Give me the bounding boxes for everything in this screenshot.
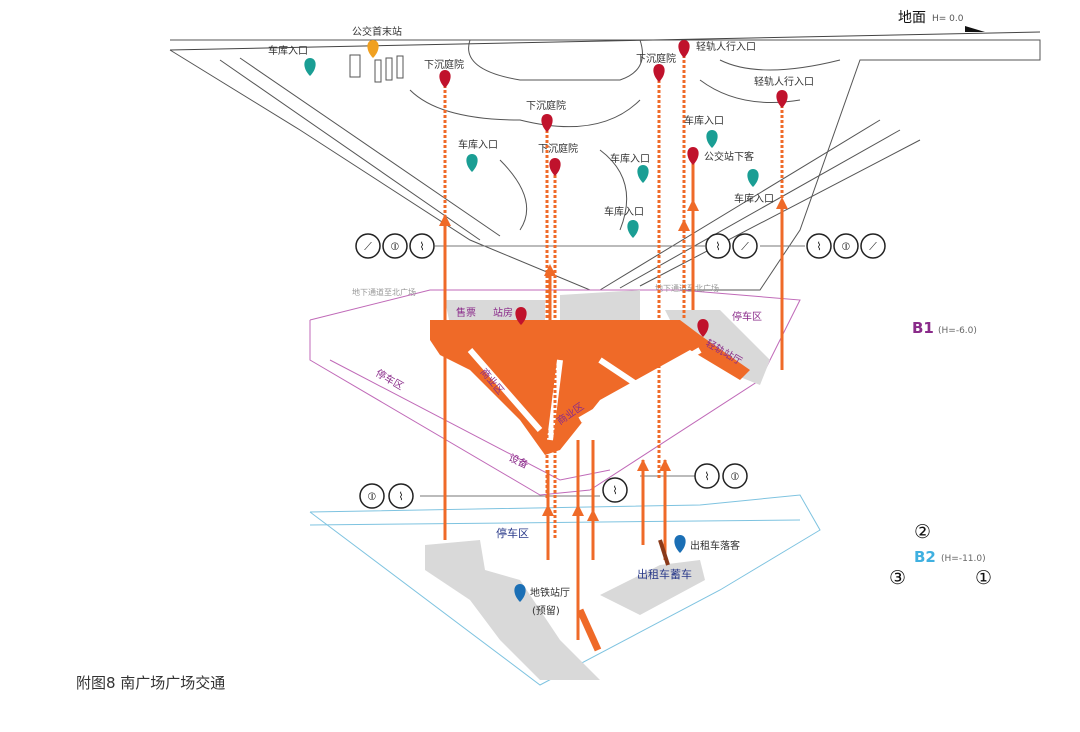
- stairs-icon: ⌇: [388, 483, 414, 509]
- garage-pin-icon: [747, 169, 759, 187]
- ground-outline: [169, 39, 1041, 291]
- garage-label: 车库入口: [604, 205, 644, 218]
- metro-hall-label: 地铁站厅: [530, 586, 570, 599]
- parking-right-label: 停车区: [732, 310, 762, 323]
- svg-text:⦶: ⦶: [367, 490, 376, 503]
- ground-height: H= 0.0: [932, 14, 964, 24]
- parking-left-label: 停车区: [374, 366, 406, 392]
- ground-title: 地面: [898, 10, 926, 26]
- svg-text:⟋: ⟋: [364, 240, 372, 253]
- bus-dropoff-pin-icon: [687, 147, 699, 165]
- svg-text:⌇: ⌇: [816, 240, 821, 253]
- b1-title: B1: [912, 319, 934, 337]
- escalator-icon: ⟋: [732, 233, 758, 259]
- ground-top-edge: [169, 31, 1041, 51]
- elevator-icon: ⦶: [359, 483, 385, 509]
- bus-bay: [349, 54, 361, 78]
- b2-outline: [309, 494, 821, 686]
- equipment-label: 设备: [507, 451, 531, 471]
- escalator-icon: ⟋: [355, 233, 381, 259]
- lrt-entry-pin-icon: [678, 40, 690, 58]
- marker-1: ①: [975, 567, 992, 589]
- garage-label: 车库入口: [458, 138, 498, 151]
- garage-label: 车库入口: [734, 192, 774, 205]
- taxi-storage-area: [600, 560, 705, 615]
- taxi-storage-label: 出租车蓄车: [637, 567, 692, 581]
- figure-caption: 附图8 南广场广场交通: [76, 674, 225, 692]
- lrt-entry-label: 轻轨人行入口: [696, 40, 756, 53]
- tunnel-label-1: 地下通道至北广场: [352, 287, 416, 297]
- b2-level: 停车区 地铁站厅 (预留) 出租车落客 出租车蓄车 B2 (H=-11.0) ②…: [309, 494, 992, 686]
- taxi-dropoff-label: 出租车落客: [690, 539, 740, 552]
- svg-text:⦶: ⦶: [730, 470, 739, 483]
- garage-pin-icon: [637, 165, 649, 183]
- elevator-icon: ⦶: [382, 233, 408, 259]
- sunken-label: 下沉庭院: [526, 99, 566, 112]
- ground-level: 地面 H= 0.0: [169, 10, 1041, 291]
- svg-text:⌇: ⌇: [704, 470, 709, 483]
- ticket-label: 售票: [456, 306, 476, 319]
- station-label: 站房: [493, 306, 513, 319]
- stairs-icon: ⌇: [602, 477, 628, 503]
- stairs-icon: ⌇: [409, 233, 435, 259]
- sunken-label: 下沉庭院: [636, 52, 676, 65]
- ground-labels: 公交首末站 车库入口 车库入口 车库入口 车库入口 车库入口 车库入口 下沉庭院…: [268, 25, 814, 218]
- garage-pin-icon: [466, 154, 478, 172]
- svg-text:⌇: ⌇: [419, 240, 424, 253]
- escalator-icon: ⟋: [860, 233, 886, 259]
- sunken-pin-icon: [541, 114, 553, 132]
- garage-label: 车库入口: [268, 44, 308, 57]
- stairs-icon: ⌇: [694, 463, 720, 489]
- b2-parking-label: 停车区: [496, 526, 529, 540]
- garage-pin-icon: [627, 220, 639, 238]
- sunken-label: 下沉庭院: [538, 142, 578, 155]
- elevator-icon: ⦶: [722, 463, 748, 489]
- bus-dropoff-label: 公交站下客: [704, 150, 754, 163]
- facility-icons: ⟋ ⦶ ⌇ ⌇ ⟋ ⌇ ⦶ ⟋ ⦶ ⌇ ⌇ ⌇ ⦶: [355, 233, 886, 509]
- sunken-pin-icon: [439, 70, 451, 88]
- sunken-label: 下沉庭院: [424, 58, 464, 71]
- bus-bay: [385, 57, 393, 81]
- garage-pin-icon: [706, 130, 718, 148]
- bus-terminal-label: 公交首末站: [352, 25, 402, 38]
- taxi-pin-icon: [674, 535, 686, 553]
- elevator-icon: ⦶: [833, 233, 859, 259]
- garage-label: 车库入口: [610, 152, 650, 165]
- sunken-pin-icon: [549, 158, 561, 176]
- b2-height: (H=-11.0): [941, 554, 986, 564]
- station-hall: [560, 290, 640, 320]
- marker-2: ②: [914, 521, 931, 543]
- bus-bay: [396, 55, 404, 79]
- metro-hall-area: [425, 540, 600, 680]
- b1-concourse: [430, 320, 750, 455]
- metro-reserved-label: (预留): [532, 604, 560, 617]
- bus-terminal-pin-icon: [367, 40, 379, 58]
- b2-title: B2: [914, 548, 936, 566]
- lrt-entry-pin-icon: [776, 90, 788, 108]
- svg-text:⌇: ⌇: [612, 484, 617, 497]
- marker-3: ③: [889, 567, 906, 589]
- ground-arrow-icon: [965, 26, 985, 32]
- bus-bay: [374, 59, 382, 83]
- svg-text:⌇: ⌇: [715, 240, 720, 253]
- roads: [219, 57, 921, 291]
- svg-text:⦶: ⦶: [841, 240, 850, 253]
- sunken-pin-icon: [653, 64, 665, 82]
- svg-text:⟋: ⟋: [869, 240, 877, 253]
- svg-text:⟋: ⟋: [741, 240, 749, 253]
- svg-text:⌇: ⌇: [398, 490, 403, 503]
- b1-height: (H=-6.0): [938, 326, 977, 336]
- plaza-paths: [409, 39, 841, 231]
- garage-label: 车库入口: [684, 114, 724, 127]
- stairs-icon: ⌇: [705, 233, 731, 259]
- tunnel-label-2: 地下通道至北广场: [655, 283, 719, 293]
- svg-text:⦶: ⦶: [390, 240, 399, 253]
- stairs-icon: ⌇: [806, 233, 832, 259]
- lrt-entry-label: 轻轨人行入口: [754, 75, 814, 88]
- garage-pin-icon: [304, 58, 316, 76]
- vertical-circulation: [439, 50, 788, 652]
